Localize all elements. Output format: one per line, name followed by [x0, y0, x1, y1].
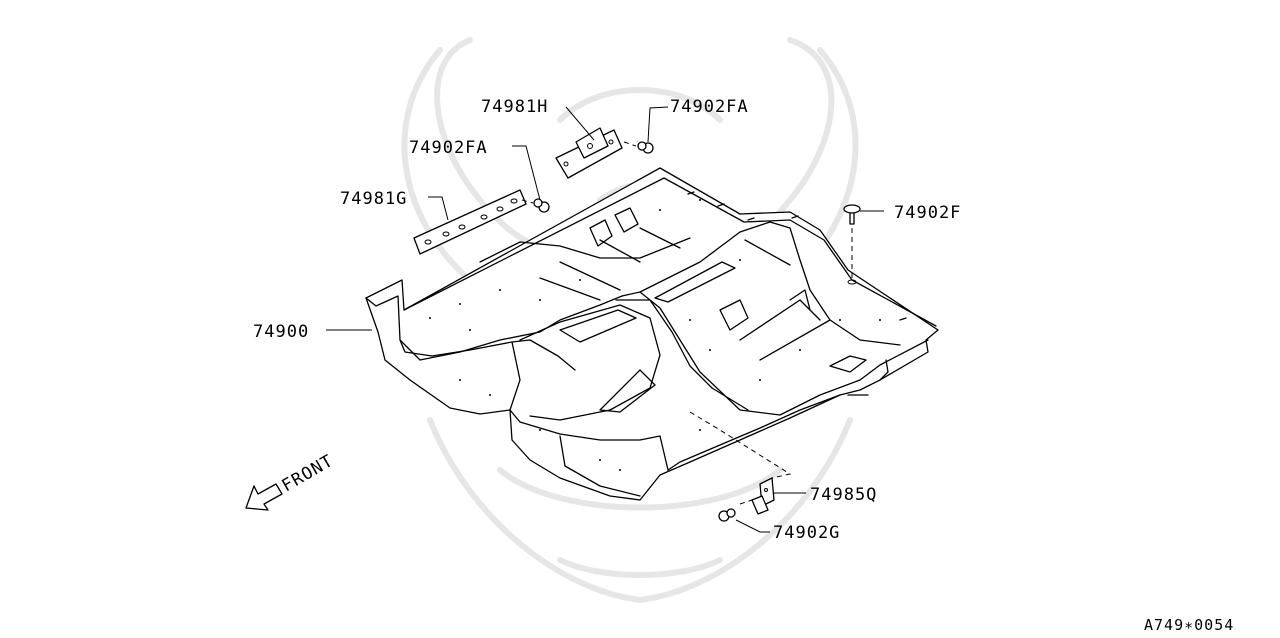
label-74981g: 74981G — [340, 189, 407, 209]
floor-carpet-74900 — [365, 167, 939, 501]
label-74900: 74900 — [253, 322, 309, 342]
clip-74902f — [843, 204, 861, 285]
label-74902f: 74902F — [894, 203, 961, 223]
label-74902fa-left: 74902FA — [409, 138, 488, 158]
leader-lines — [326, 106, 884, 533]
label-74902fa-top: 74902FA — [670, 97, 749, 117]
bracket-74985q — [689, 411, 792, 515]
clip-74902fa-top — [623, 141, 654, 154]
bracket-74981g — [413, 189, 527, 255]
label-74902g: 74902G — [773, 523, 840, 543]
front-direction-arrow-icon — [245, 483, 283, 511]
label-front: FRONT — [279, 451, 338, 496]
clip-74902g — [718, 508, 736, 522]
reference-code: A749∗0054 — [1144, 616, 1234, 634]
clip-74902fa-left — [521, 198, 550, 213]
label-74981h: 74981H — [481, 97, 548, 117]
bracket-74981h — [555, 127, 623, 179]
label-74985q: 74985Q — [810, 485, 877, 505]
